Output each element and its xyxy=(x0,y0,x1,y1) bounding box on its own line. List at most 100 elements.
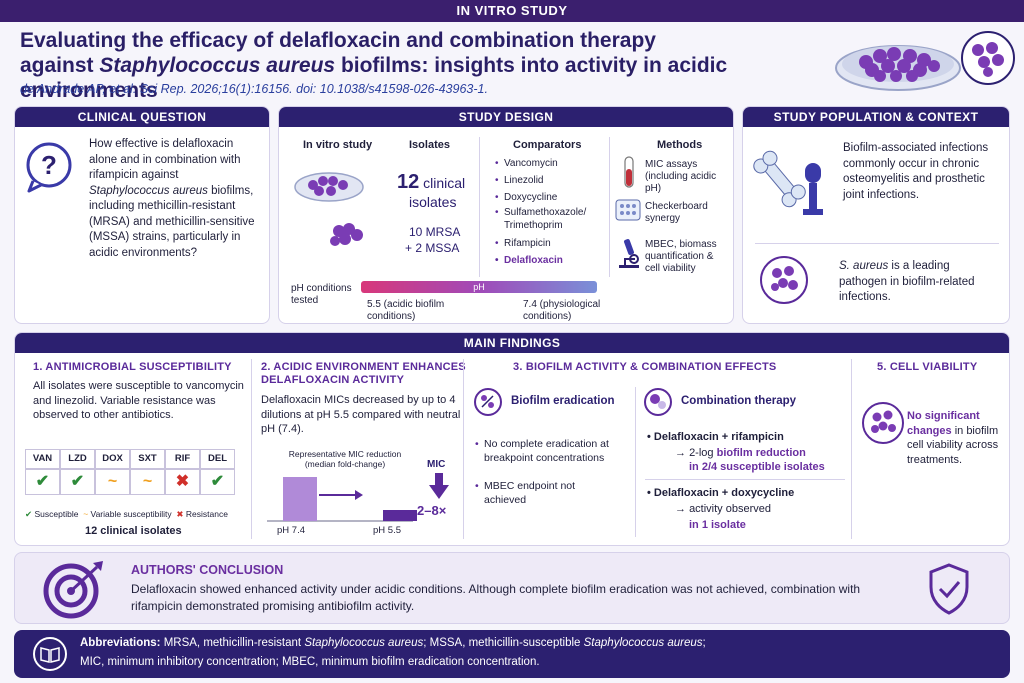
comparator-item: Doxycycline xyxy=(495,189,607,206)
chart-caption: Representative MIC reduction(median fold… xyxy=(288,449,402,469)
table-header: DEL xyxy=(200,449,235,469)
comparators-list: Vancomycin Linezolid Doxycycline Sulfame… xyxy=(495,155,607,269)
isolates-title: Isolates xyxy=(409,139,450,151)
table-header: SXT xyxy=(130,449,165,469)
petri-dish-icon xyxy=(291,161,371,256)
abbreviations-line1: Abbreviations: MRSA, methicillin-resista… xyxy=(80,637,706,649)
ph-acidic: 5.5 (acidic biofilm conditions) xyxy=(367,299,445,322)
population-text2: S. aureus is a leading pathogen in biofi… xyxy=(839,260,975,303)
isolates-word: isolates xyxy=(409,194,457,210)
bar-ph55 xyxy=(383,510,417,521)
citation: de Andrade AP, et al. Sci Rep. 2026;16(1… xyxy=(20,82,488,96)
combination-icon xyxy=(643,387,673,422)
bacteria-circle-icon xyxy=(759,255,809,310)
population-card: STUDY POPULATION & CONTEXT Biofilm-assoc… xyxy=(742,106,1010,324)
bar-label-ph55: pH 5.5 xyxy=(373,525,401,536)
abbreviations-line2: MIC, minimum inhibitory concentration; M… xyxy=(80,656,540,668)
comparators-title: Comparators xyxy=(513,139,582,151)
check-icon: ✔ xyxy=(60,469,95,495)
bone-joint-icon xyxy=(753,135,833,230)
study-design-card: STUDY DESIGN In vitro study Isolates 12 … xyxy=(278,106,734,324)
population-text1: Biofilm-associated infections commonly o… xyxy=(843,142,989,201)
divider xyxy=(479,137,480,277)
isolates-count: 12 clinical xyxy=(397,171,466,193)
mic-label: MIC xyxy=(427,459,446,470)
divider xyxy=(251,359,252,539)
comparator-item: Sulfamethoxazole/ Trimethoprim xyxy=(495,206,607,232)
mic-chart xyxy=(267,477,417,522)
susceptibility-legend: ✔ Susceptible ~ Variable susceptibility … xyxy=(25,509,228,519)
abbreviations-bar: Abbreviations: MRSA, methicillin-resista… xyxy=(14,630,1010,678)
cross-icon: ✖ xyxy=(165,469,200,495)
eradication-item: No complete eradication at breakpoint co… xyxy=(475,437,631,465)
book-icon xyxy=(32,636,68,677)
combo1-post: in 2/4 susceptible isolates xyxy=(689,461,825,473)
main-findings-card: MAIN FINDINGS 1. ANTIMICROBIAL SUSCEPTIB… xyxy=(14,332,1010,546)
conclusion-text: Delafloxacin showed enhanced activity un… xyxy=(131,582,861,613)
combo1-result: → 2-log biofilm reduction xyxy=(675,447,806,459)
eradication-title: Biofilm eradication xyxy=(511,395,615,407)
combo2-title: • Delafloxacin + doxycycline xyxy=(647,487,795,499)
combo1-title: • Delafloxacin + rifampicin xyxy=(647,431,784,443)
check-icon: ✔ xyxy=(200,469,235,495)
ph-gradient-bar: pH xyxy=(361,281,597,293)
conclusion-card: AUTHORS' CONCLUSION Delafloxacin showed … xyxy=(14,552,1010,624)
question-icon: ? xyxy=(23,141,75,198)
main-findings-header: MAIN FINDINGS xyxy=(15,333,1009,353)
ph-physiological: 7.4 (physiological conditions) xyxy=(523,299,601,322)
combo2-post: in 1 isolate xyxy=(689,519,746,531)
method-checkerboard: Checkerboard synergy xyxy=(645,201,708,224)
table-header: VAN xyxy=(25,449,60,469)
finding1-title: 1. ANTIMICROBIAL SUSCEPTIBILITY xyxy=(33,361,232,373)
methods-title: Methods xyxy=(657,139,703,151)
study-design-header: STUDY DESIGN xyxy=(279,107,733,127)
bar-label-ph74: pH 7.4 xyxy=(277,525,305,536)
divider xyxy=(635,387,636,537)
svg-text:?: ? xyxy=(41,150,57,180)
page-title: Evaluating the efficacy of delafloxacin … xyxy=(20,28,810,103)
divider xyxy=(609,137,610,277)
mic-value: 2–8× xyxy=(417,503,447,518)
combination-title: Combination therapy xyxy=(681,395,797,407)
target-icon xyxy=(43,559,107,624)
conclusion-title: AUTHORS' CONCLUSION xyxy=(131,563,284,577)
comparator-item: Linezolid xyxy=(495,172,607,189)
divider xyxy=(645,479,845,480)
method-mbec: MBEC, biomass quantification & cell viab… xyxy=(645,239,717,274)
comparator-item: Vancomycin xyxy=(495,155,607,172)
variable-icon: ~ xyxy=(130,469,165,495)
finding3-title: 3. BIOFILM ACTIVITY & COMBINATION EFFECT… xyxy=(513,361,777,373)
isolates-mrsa: 10 MRSA xyxy=(409,225,461,239)
combo2-result: → activity observed xyxy=(675,503,771,515)
legend-susceptible: Susceptible xyxy=(34,509,79,519)
comparator-highlight: Delafloxacin xyxy=(495,252,607,269)
ph-bar-label: pH xyxy=(473,282,485,292)
eradication-item: MBEC endpoint not achieved xyxy=(475,479,585,507)
check-icon: ✔ xyxy=(25,469,60,495)
divider xyxy=(755,243,999,244)
finding5-text: No significant changes in biofilm cell v… xyxy=(907,410,999,466)
banner: IN VITRO STUDY xyxy=(0,0,1024,22)
isolates-mssa: + 2 MSSA xyxy=(405,241,460,255)
petri-dish-illustration xyxy=(828,26,1018,94)
comparator-item: Rifampicin xyxy=(495,235,607,252)
title-line2: against Staphylococcus aureus biofilms: … xyxy=(20,54,728,102)
bar-ph74 xyxy=(283,477,317,521)
divider xyxy=(463,359,464,539)
plate-icon xyxy=(615,199,641,226)
finding1-text: All isolates were susceptible to vancomy… xyxy=(33,380,244,421)
eradication-list: No complete eradication at breakpoint co… xyxy=(475,437,631,507)
in-vitro-title: In vitro study xyxy=(303,139,373,151)
title-line1: Evaluating the efficacy of delafloxacin … xyxy=(20,29,656,52)
clinical-question-text: How effective is delafloxacin alone and … xyxy=(89,138,255,259)
finding5-title: 5. CELL VIABILITY xyxy=(877,361,978,373)
clinical-question-card: CLINICAL QUESTION ? How effective is del… xyxy=(14,106,270,324)
table-header: RIF xyxy=(165,449,200,469)
legend-resistance: Resistance xyxy=(185,509,228,519)
table-header: DOX xyxy=(95,449,130,469)
test-tube-icon xyxy=(619,155,639,196)
variable-icon: ~ xyxy=(95,469,130,495)
finding2-text: Delafloxacin MICs decreased by up to 4 d… xyxy=(261,394,461,435)
susceptibility-table: VAN LZD DOX SXT RIF DEL ✔ ✔ ~ ~ ✖ ✔ xyxy=(25,449,237,495)
